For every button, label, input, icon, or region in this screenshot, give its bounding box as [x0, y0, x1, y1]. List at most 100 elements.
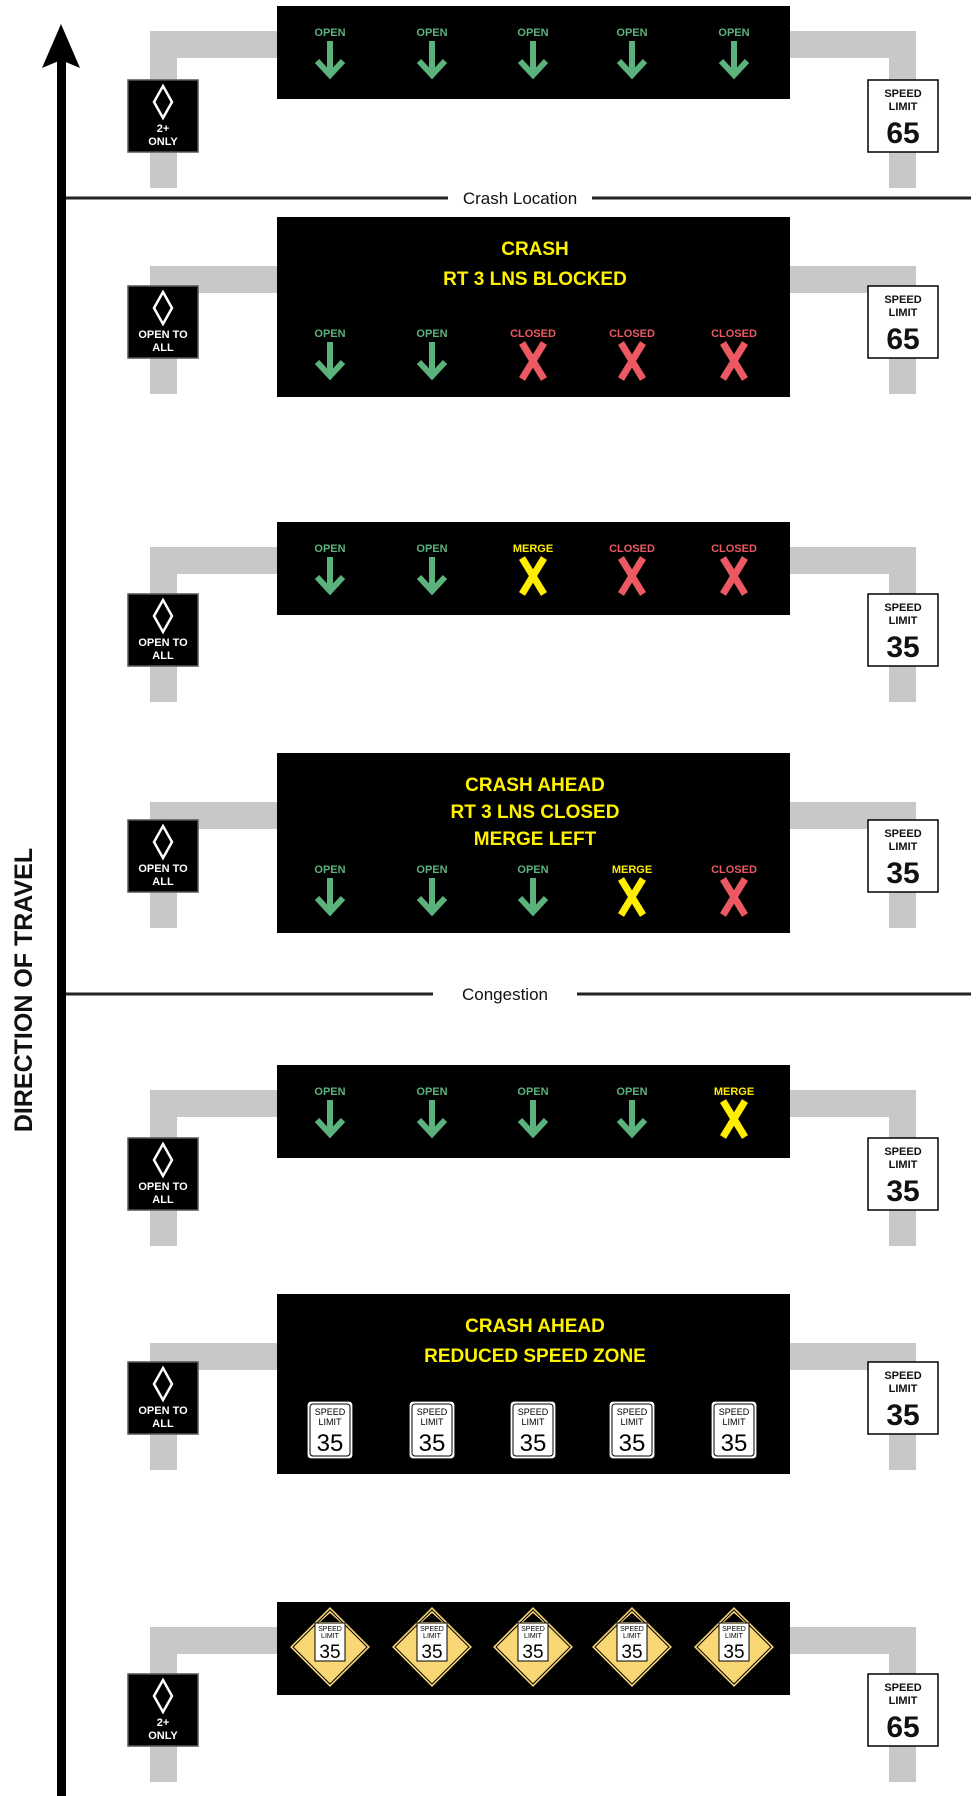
gantry-7: SPEEDLIMIT35SPEEDLIMIT35SPEEDLIMIT35SPEE…: [127, 1602, 939, 1782]
message-line: REDUCED SPEED ZONE: [424, 1346, 646, 1367]
lane-3: OPEN: [517, 1086, 549, 1139]
lane-status-label: OPEN: [314, 864, 345, 876]
down-arrow-icon: [517, 878, 549, 917]
sign-text-line1: OPEN TO: [138, 329, 188, 341]
plate-border: [512, 1403, 554, 1457]
lane-status-label: OPEN: [517, 1086, 548, 1098]
lane-status-label: MERGE: [513, 543, 553, 555]
lane-1: OPEN: [314, 864, 346, 917]
plate-value: 35: [721, 1430, 748, 1457]
plate-value: 35: [619, 1430, 646, 1457]
speed-label: SPEED: [884, 1682, 921, 1694]
diamond-icon: [152, 823, 174, 861]
lane-status-label: OPEN: [616, 1086, 647, 1098]
lane-2: OPEN: [416, 328, 448, 381]
sign-panel: [867, 1361, 939, 1435]
lane-3: CLOSED: [510, 328, 556, 381]
lane-status-label: OPEN: [314, 328, 345, 340]
warning-diamond-border: [594, 1609, 670, 1685]
merge-x-icon: [618, 877, 646, 917]
sign-text-line2: ALL: [152, 876, 174, 888]
speed-value: 35: [886, 1399, 919, 1432]
inner-plate: [517, 1622, 549, 1662]
divider-1: Crash Location: [66, 189, 971, 208]
sign-text-line2: ONLY: [148, 136, 178, 148]
sign-text-line2: ALL: [152, 650, 174, 662]
ahead-arrow-icon: [422, 1613, 442, 1622]
plate-limit: LIMIT: [521, 1417, 545, 1427]
plate-speed: SPEED: [719, 1407, 750, 1417]
divider-label: Crash Location: [463, 189, 577, 208]
lane-5: MERGE: [714, 1086, 754, 1139]
down-arrow-icon: [416, 342, 448, 381]
lane-status-label: OPEN: [416, 543, 447, 555]
down-arrow-icon: [314, 878, 346, 917]
direction-of-travel: DIRECTION OF TRAVEL: [10, 24, 80, 1796]
lane-status-label: CLOSED: [609, 543, 655, 555]
closed-x-icon: [618, 556, 646, 596]
warning-diamond-border: [696, 1609, 772, 1685]
sign-panel: [127, 819, 199, 893]
lane-1: OPEN: [314, 1086, 346, 1139]
inner-value: 35: [522, 1642, 543, 1663]
warning-diamond-border: [495, 1609, 571, 1685]
limit-label: LIMIT: [889, 307, 918, 319]
down-arrow-icon: [616, 1100, 648, 1139]
inner-speed: SPEED: [521, 1626, 545, 1633]
lane-status-label: OPEN: [416, 1086, 447, 1098]
inner-limit: LIMIT: [321, 1633, 340, 1640]
inner-speed: SPEED: [620, 1626, 644, 1633]
lane-indicators: SPEEDLIMIT35SPEEDLIMIT35SPEEDLIMIT35SPEE…: [287, 1604, 777, 1690]
speed-value: 65: [886, 1711, 919, 1744]
plate-limit: LIMIT: [620, 1417, 644, 1427]
sign-text-line2: ALL: [152, 1194, 174, 1206]
lane-status-label: MERGE: [612, 864, 652, 876]
ahead-arrow-icon: [724, 1613, 744, 1622]
ahead-arrow-icon: [320, 1613, 340, 1622]
plate-value: 35: [317, 1430, 344, 1457]
lane-status-label: CLOSED: [711, 864, 757, 876]
closed-x-icon: [519, 341, 547, 381]
lane-5: CLOSED: [711, 543, 757, 596]
inner-value: 35: [621, 1642, 642, 1663]
speed-label: SPEED: [884, 88, 921, 100]
inner-limit: LIMIT: [423, 1633, 442, 1640]
lane-status-label: CLOSED: [711, 543, 757, 555]
plate-value: 35: [419, 1430, 446, 1457]
sign-panel: [867, 819, 939, 893]
diamond-icon: [152, 83, 174, 121]
sign-text-line1: OPEN TO: [138, 1405, 188, 1417]
lane-5: CLOSED: [711, 864, 757, 917]
speed-label: SPEED: [884, 294, 921, 306]
plate-limit: LIMIT: [722, 1417, 746, 1427]
diamond-icon: [152, 597, 174, 635]
lane-2: OPEN: [416, 864, 448, 917]
inner-plate: [314, 1622, 346, 1662]
plate-speed: SPEED: [617, 1407, 648, 1417]
plate-value: 35: [520, 1430, 547, 1457]
message-line: MERGE LEFT: [474, 829, 597, 850]
speed-label: SPEED: [884, 602, 921, 614]
diamond-icon: [152, 1677, 174, 1715]
warning-diamond-border: [394, 1609, 470, 1685]
direction-arrow-head-icon: [42, 24, 80, 68]
inner-speed: SPEED: [722, 1626, 746, 1633]
sign-text-line2: ONLY: [148, 1730, 178, 1742]
